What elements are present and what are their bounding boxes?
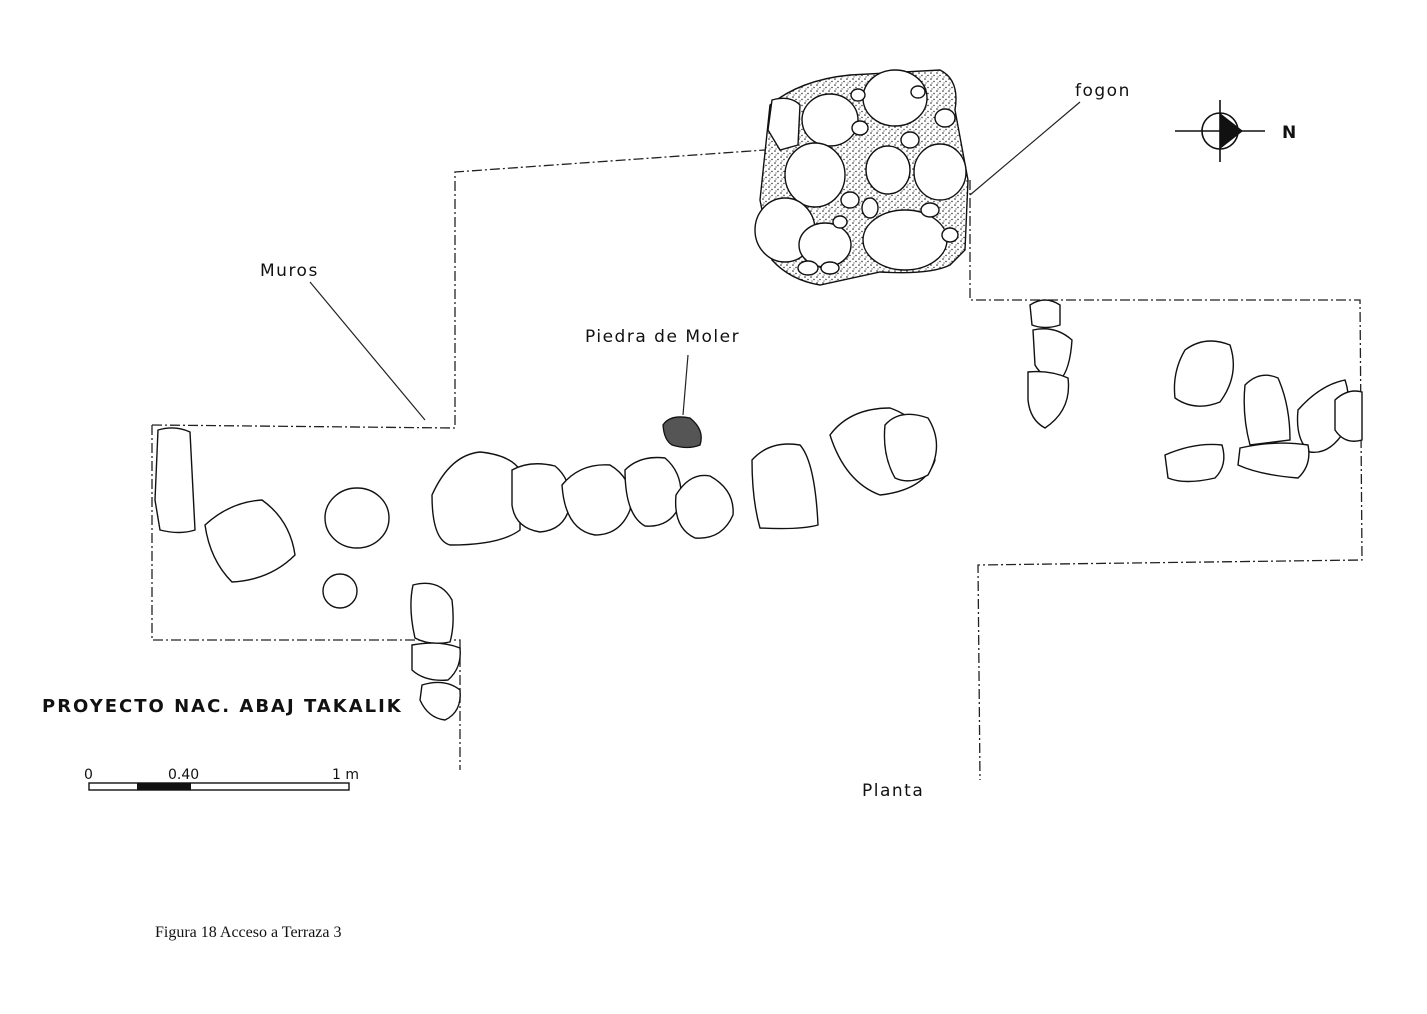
- scale-bar: [88, 782, 350, 791]
- north-arrow-icon: [1175, 100, 1265, 162]
- label-planta: Planta: [862, 781, 924, 801]
- figure-caption: Figura 18 Acceso a Terraza 3: [155, 924, 342, 941]
- label-muros: Muros: [260, 261, 319, 281]
- piedra-leader-line: [682, 354, 689, 416]
- scale-tick-mid: 0.40: [168, 767, 199, 783]
- label-north: N: [1282, 123, 1298, 143]
- project-title: PROYECTO NAC. ABAJ TAKALIK: [42, 696, 403, 717]
- muros-leader-line: [309, 281, 426, 421]
- excavation-outline: [151, 149, 1363, 781]
- label-fogon: fogon: [1075, 81, 1131, 101]
- hearth-fogon: [754, 69, 969, 286]
- scale-tick-end: 1 m: [332, 767, 359, 783]
- grinding-stone: [662, 416, 702, 449]
- scale-tick-0: 0: [84, 767, 93, 783]
- fogon-leader-line: [969, 101, 1081, 196]
- wall-stones: [154, 299, 1363, 721]
- label-piedra-de-moler: Piedra de Moler: [585, 327, 740, 347]
